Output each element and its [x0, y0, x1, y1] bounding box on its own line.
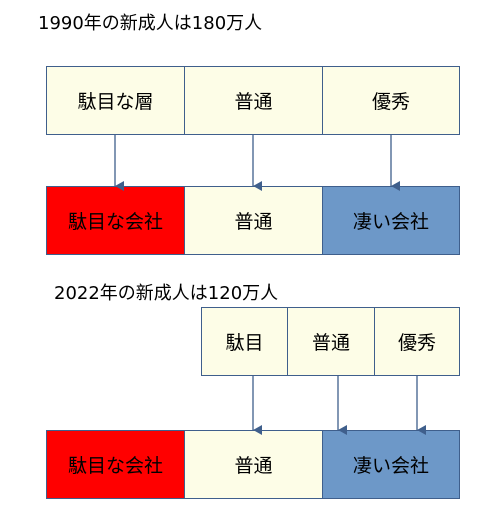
company-1990-great: 凄い会社: [322, 186, 460, 255]
title-2022: 2022年の新成人は120万人: [54, 283, 279, 304]
company-2022-normal: 普通: [184, 430, 323, 499]
people-1990-bad: 駄目な層: [46, 66, 185, 135]
people-2022-excellent: 優秀: [374, 307, 460, 376]
people-1990-normal: 普通: [184, 66, 323, 135]
company-1990-normal: 普通: [184, 186, 323, 255]
people-2022-bad: 駄目: [201, 307, 288, 376]
title-1990: 1990年の新成人は180万人: [38, 13, 263, 34]
people-1990-excellent: 優秀: [322, 66, 460, 135]
company-2022-great: 凄い会社: [322, 430, 460, 499]
people-2022-normal: 普通: [287, 307, 375, 376]
company-1990-bad: 駄目な会社: [46, 186, 185, 255]
company-2022-bad: 駄目な会社: [46, 430, 185, 499]
